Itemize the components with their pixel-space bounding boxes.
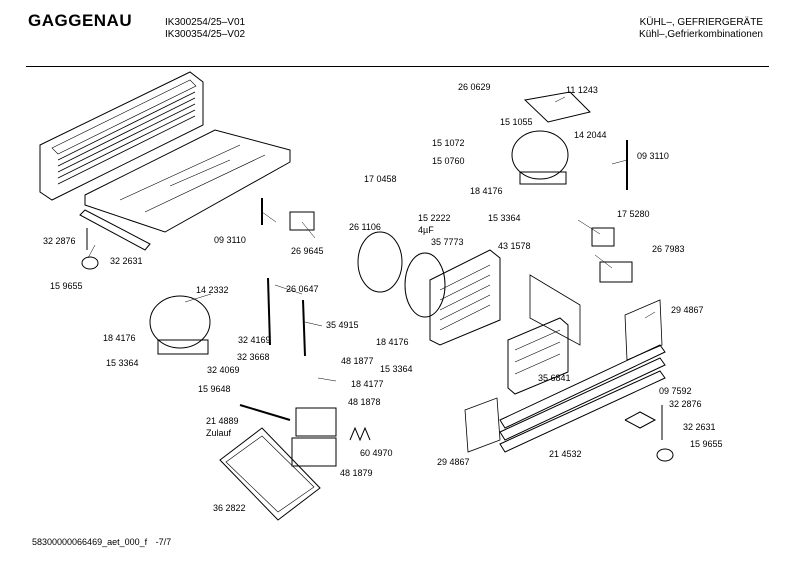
part-label: 32 4069	[207, 365, 240, 375]
category-line: KÜHL–, GEFRIERGERÄTE	[639, 17, 763, 28]
part-label: 14 2332	[196, 285, 229, 295]
part-label: 15 1072	[432, 138, 465, 148]
part-label: 60 4970	[360, 448, 393, 458]
part-label: 48 1879	[340, 468, 373, 478]
appliance-category: KÜHL–, GEFRIERGERÄTE Kühl–,Gefrierkombin…	[639, 17, 763, 41]
part-label: 32 4169	[238, 335, 271, 345]
part-label: 09 7592	[659, 386, 692, 396]
compressor-right	[512, 92, 590, 184]
part-label: 26 0647	[286, 284, 319, 294]
drip-tray	[220, 428, 320, 520]
part-label: 17 0458	[364, 174, 397, 184]
part-label: 26 9645	[291, 246, 324, 256]
document-code: 58300000066469_aet_000_f	[32, 537, 148, 547]
page-number: -7/7	[155, 537, 172, 547]
part-label: 29 4867	[671, 305, 704, 315]
thermostat-rod	[268, 278, 270, 345]
mounting-strip	[80, 210, 150, 250]
circuit-board	[600, 262, 632, 282]
part-label: 43 1578	[498, 241, 531, 251]
part-label: 17 5280	[617, 209, 650, 219]
part-label: 36 2822	[213, 503, 246, 513]
foot-right	[657, 449, 673, 461]
part-label: 21 4889	[206, 416, 239, 426]
part-label: 18 4177	[351, 379, 384, 389]
part-label: Zulauf	[206, 428, 232, 438]
part-label: 15 0760	[432, 156, 465, 166]
part-label: 18 4176	[376, 337, 409, 347]
model-number: IK300254/25–V01	[165, 17, 246, 28]
side-plate	[530, 275, 580, 345]
part-label: 15 3364	[106, 358, 139, 368]
cover-bottom	[292, 438, 336, 466]
part-label: 21 4532	[549, 449, 582, 459]
model-number: IK300354/25–V02	[165, 29, 246, 40]
part-label: 11 1243	[566, 85, 598, 95]
part-label: 09 3110	[637, 151, 669, 161]
leader-lines	[88, 97, 655, 381]
part-label: 15 2222	[418, 213, 451, 223]
inlet-pipe	[240, 405, 290, 420]
part-label: 15 9648	[198, 384, 231, 394]
part-label: 26 1106	[349, 222, 381, 232]
part-label: 26 7983	[652, 244, 685, 254]
part-label: 32 2876	[669, 399, 702, 409]
cover-top	[296, 408, 336, 436]
category-line: Kühl–,Gefrierkombinationen	[639, 29, 763, 40]
grille-left	[465, 398, 500, 452]
foot	[82, 257, 98, 269]
trim-strips	[500, 345, 665, 452]
part-label: 09 3110	[214, 235, 246, 245]
part-label: 32 2631	[683, 422, 716, 432]
base-tray	[85, 130, 290, 232]
part-label: 18 4176	[470, 186, 503, 196]
part-label: 48 1878	[348, 397, 381, 407]
part-label: 35 6841	[538, 373, 571, 383]
part-label: 15 9655	[50, 281, 83, 291]
part-label: 15 9655	[690, 439, 723, 449]
part-label: 15 3364	[380, 364, 413, 374]
part-label: 15 3364	[488, 213, 521, 223]
control-box	[592, 228, 614, 246]
part-label: 48 1877	[341, 356, 374, 366]
part-label: 26 0629	[458, 82, 491, 92]
part-label: 32 2631	[110, 256, 143, 266]
heater-spring	[350, 428, 370, 440]
model-numbers: IK300254/25–V01 IK300354/25–V02	[165, 17, 245, 41]
grille-panel	[40, 72, 203, 200]
compressor-left	[150, 296, 210, 354]
header-rule	[26, 66, 769, 67]
grille-right	[625, 300, 662, 360]
part-label: 35 7773	[431, 237, 464, 247]
condenser	[430, 250, 500, 345]
part-label: 35 4915	[326, 320, 359, 330]
part-label: 18 4176	[103, 333, 136, 343]
sensor-rod	[303, 300, 305, 356]
bracket	[625, 412, 655, 428]
mesh-panel	[508, 318, 568, 394]
part-label: 32 3668	[237, 352, 270, 362]
part-label: 32 2876	[43, 236, 76, 246]
part-label: 29 4867	[437, 457, 470, 467]
relay-part	[290, 212, 314, 230]
part-label: 14 2044	[574, 130, 607, 140]
fan	[358, 232, 445, 317]
part-label: 15 1055	[500, 117, 533, 127]
footer: 58300000066469_aet_000_f -7/7	[32, 537, 171, 547]
brand-logo: GAGGENAU	[28, 11, 133, 30]
part-label: 4µF	[418, 225, 434, 235]
